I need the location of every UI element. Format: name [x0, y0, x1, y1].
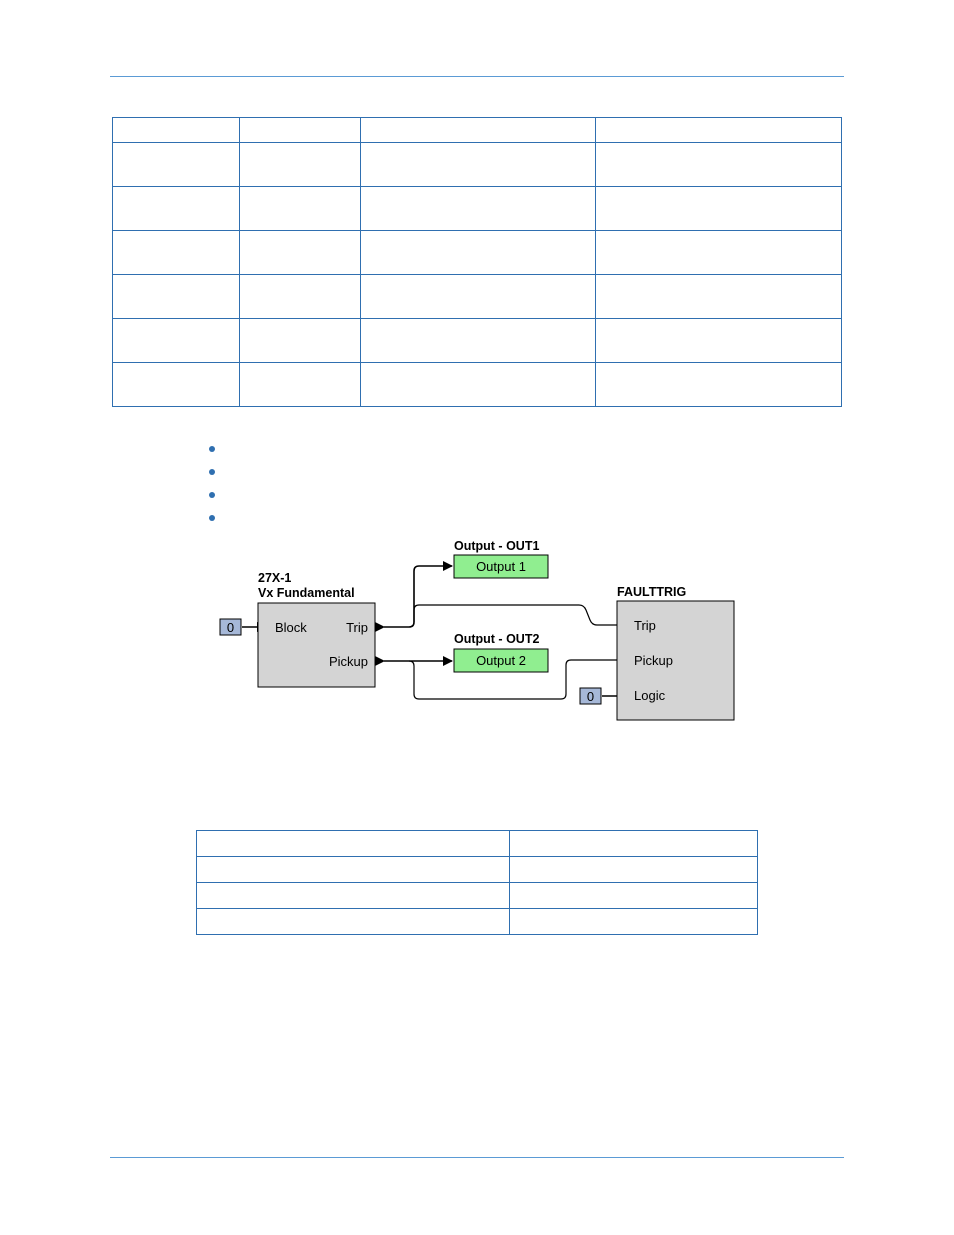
block-input-value: 0 [227, 620, 234, 635]
pickup-output-label: Pickup [329, 654, 368, 669]
pickup-output-port-icon [375, 656, 385, 666]
logic-diagram: 27X-1 Vx Fundamental Block Trip Pickup 0… [219, 539, 735, 721]
faulttrig-title: FAULTTRIG [617, 585, 686, 599]
table-row [112, 186, 842, 231]
faulttrig-trip-label: Trip [634, 618, 656, 633]
table-row [196, 908, 758, 935]
logic-input-value: 0 [587, 689, 594, 704]
bullet-icon [209, 469, 215, 475]
output2-title: Output - OUT2 [454, 632, 539, 646]
output2-label: Output 2 [476, 653, 526, 668]
table-header-row [112, 117, 842, 143]
element-title-line2: Vx Fundamental [258, 586, 355, 600]
output1-block[interactable] [453, 554, 549, 579]
header-rule [110, 76, 844, 77]
faulttrig-block[interactable] [616, 600, 735, 721]
faulttrig-logic-label: Logic [634, 688, 666, 703]
block-input-label: Block [275, 620, 307, 635]
trip-output-label: Trip [346, 620, 368, 635]
wire-pickup-to-faulttrig [408, 655, 627, 700]
table-row [112, 318, 842, 363]
wire-trip-to-output1 [384, 561, 453, 628]
logic-input-value-box[interactable] [579, 687, 602, 705]
block-input-value-box[interactable] [219, 618, 242, 636]
faulttrig-pickup-label: Pickup [634, 653, 673, 668]
output1-label: Output 1 [476, 559, 526, 574]
table-row [196, 856, 758, 883]
table-row [112, 230, 842, 275]
table-header-row [196, 830, 758, 857]
footer-rule [110, 1157, 844, 1158]
wires [242, 561, 627, 701]
settings-table [112, 117, 842, 407]
wire-trip-to-faulttrig [413, 604, 627, 630]
output-table [196, 830, 758, 935]
bullet-icon [209, 515, 215, 521]
table-row [112, 362, 842, 407]
table-row [196, 882, 758, 909]
output2-block[interactable] [453, 648, 549, 673]
element-title-line1: 27X-1 [258, 571, 291, 585]
bullet-icon [209, 492, 215, 498]
trip-output-port-icon [375, 622, 385, 632]
element-27x1-block[interactable] [257, 602, 376, 688]
bullet-icon [209, 446, 215, 452]
output1-title: Output - OUT1 [454, 539, 539, 553]
